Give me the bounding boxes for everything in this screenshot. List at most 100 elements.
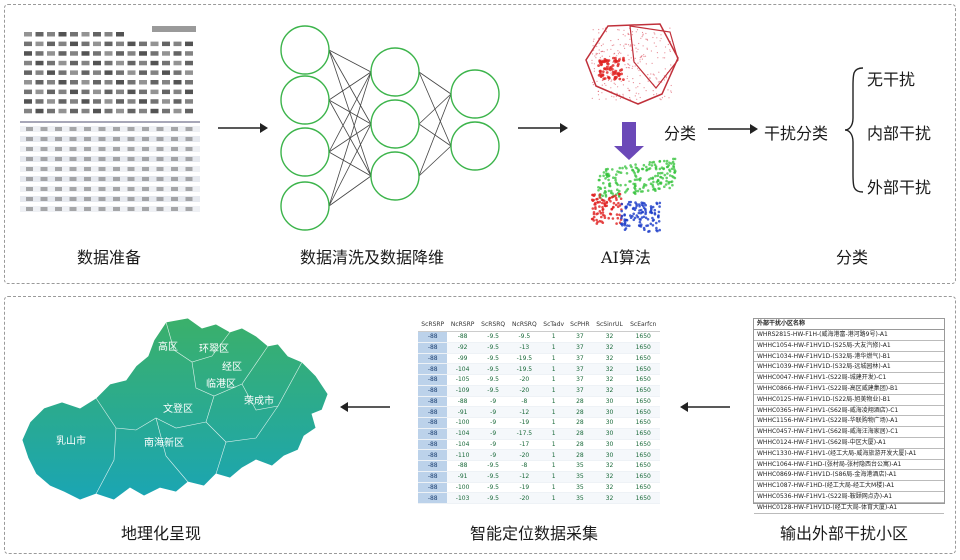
- scatter-point: [601, 205, 604, 209]
- scatter-point: [597, 64, 600, 67]
- raw-data-mark: [173, 80, 182, 85]
- scatter-point: [655, 45, 657, 47]
- scatter-point: [639, 59, 641, 61]
- scatter-point: [629, 27, 631, 29]
- scatter-point: [651, 177, 654, 180]
- nn-neuron: [280, 181, 330, 231]
- raw-data-mark: [162, 80, 170, 85]
- scatter-point: [616, 93, 619, 95]
- scatter-point: [644, 207, 647, 211]
- raw-data-mark: [139, 70, 147, 75]
- nn-connection: [328, 71, 372, 207]
- scatter-point: [599, 211, 603, 215]
- raw-data-mark: [69, 127, 77, 131]
- scatter-point: [665, 179, 668, 183]
- scatter-point: [597, 94, 600, 96]
- raw-data-mark: [142, 137, 149, 141]
- scatter-point: [646, 48, 648, 50]
- scatter-point: [665, 77, 667, 79]
- scatter-point: [604, 169, 608, 172]
- table-cell: 1650: [626, 396, 660, 408]
- scatter-point: [635, 31, 637, 33]
- table-cell: -91: [447, 471, 478, 483]
- scatter-point: [644, 183, 648, 187]
- scatter-point: [647, 74, 649, 76]
- scatter-point: [653, 83, 655, 85]
- scatter-point: [612, 56, 615, 60]
- table-cell: -88: [418, 406, 448, 418]
- table-cell: -9: [477, 449, 509, 461]
- table-cell: -88: [418, 449, 448, 461]
- map-region-label: 环翠区: [199, 343, 229, 355]
- scatter-point: [592, 40, 595, 42]
- scatter-point: [601, 84, 603, 86]
- scatter-point: [592, 29, 594, 31]
- raw-data-mark: [98, 127, 106, 131]
- table-cell: -105: [447, 374, 478, 386]
- scatter-point: [616, 183, 619, 187]
- raw-data-mark: [26, 187, 33, 191]
- scatter-point: [632, 59, 634, 61]
- table-cell: 1650: [626, 439, 660, 451]
- scatter-point: [615, 222, 618, 225]
- table-cell: 30: [592, 428, 627, 440]
- scatter-point: [625, 189, 628, 192]
- scatter-point: [591, 207, 595, 210]
- scatter-point: [664, 46, 667, 48]
- raw-data-mark: [142, 127, 149, 131]
- raw-data-mark: [156, 147, 164, 151]
- raw-data-mark: [98, 137, 106, 141]
- raw-data-mark: [47, 60, 55, 66]
- raw-data-mark: [69, 137, 77, 141]
- scatter-point: [618, 189, 621, 193]
- raw-data-mark: [26, 137, 33, 141]
- table-cell: 1650: [626, 374, 660, 386]
- cell-list-item: WHHC0124-HW-F1HV1-(S62局-中区大厦)-A1: [754, 438, 944, 449]
- nn-connection: [328, 49, 372, 177]
- raw-data-mark: [150, 99, 159, 104]
- scatter-point: [659, 98, 661, 100]
- scatter-point: [616, 188, 619, 191]
- table-cell: 32: [592, 353, 627, 365]
- scatter-point: [644, 212, 647, 216]
- scatter-point: [593, 38, 595, 40]
- raw-data-mark: [84, 137, 91, 141]
- scatter-point: [653, 211, 657, 215]
- raw-data-mark: [173, 89, 182, 95]
- cell-list-item: WHHC1330-HW-F1HV1-(经工大局-威海旅游开发大厦)-A1: [754, 449, 944, 460]
- scatter-point: [602, 43, 604, 45]
- scatter-point: [656, 37, 658, 39]
- raw-data-mark: [139, 80, 147, 85]
- cluster-outline: [629, 25, 679, 89]
- scatter-point: [598, 98, 600, 100]
- scatter-point: [610, 72, 612, 74]
- scatter-point: [663, 173, 667, 177]
- branch-no-interference: 无干扰: [867, 70, 916, 89]
- scatter-point: [592, 81, 594, 84]
- scatter-point: [627, 44, 630, 46]
- scatter-point: [606, 74, 608, 76]
- scatter-point: [635, 178, 639, 181]
- table-cell: 28: [567, 449, 593, 461]
- raw-data-mark: [58, 70, 67, 75]
- scatter-point: [629, 89, 631, 91]
- scatter-point: [650, 73, 652, 75]
- raw-data-mark: [35, 108, 44, 114]
- raw-data-mark: [156, 127, 164, 131]
- scatter-point: [627, 87, 629, 89]
- raw-data-mark: [47, 108, 55, 114]
- raw-data-mark: [84, 147, 91, 151]
- table-cell: -88: [447, 396, 478, 408]
- table-cell: 1: [540, 492, 568, 504]
- scatter-point: [592, 84, 594, 86]
- table-cell: -88: [418, 396, 448, 408]
- raw-data-mark: [98, 197, 106, 201]
- scatter-point: [652, 36, 654, 39]
- scatter-point: [637, 48, 639, 50]
- scatter-point: [613, 44, 615, 46]
- cell-list-item: WHHC0457-HW-F1HV1-(S62局-威海汪海家居)-C1: [754, 427, 944, 438]
- table-cell: 32: [592, 374, 627, 386]
- cell-list-item: WHHC1156-HW-F1HV1-(S22局-华联购物广场)-A1: [754, 416, 944, 428]
- scatter-point: [617, 53, 620, 55]
